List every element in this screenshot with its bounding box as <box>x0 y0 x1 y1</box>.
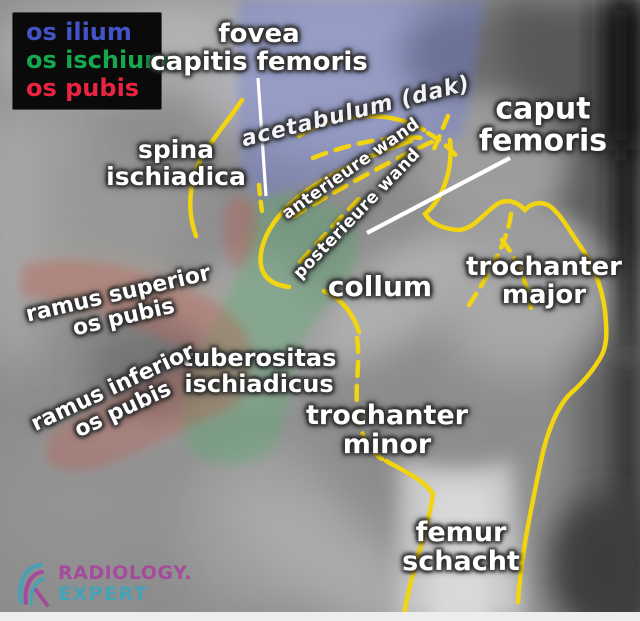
legend-item-os-ilium: os ilium <box>26 18 132 46</box>
acetabulum-roof-line <box>296 113 427 139</box>
roof-cross-dash <box>428 113 451 159</box>
medial-femur-line <box>383 458 436 619</box>
label-tuberositas-ischiadicus: tuberositas ischiadicus <box>181 344 337 398</box>
label-trochanter-minor: trochanter minor <box>306 399 468 460</box>
bottom-border-strip <box>0 612 640 621</box>
white-leader-lines <box>256 77 511 235</box>
trochanter-minor-dashed-outline <box>354 335 385 462</box>
intertrochanteric-dashed-line <box>466 211 514 308</box>
bone-region-overlays <box>20 0 485 471</box>
logo-text-expert: EXPERT <box>58 583 149 605</box>
fovea-dashed-mark <box>256 182 266 219</box>
radiology-expert-logo-icon <box>18 562 49 607</box>
label-spina-ischiadica: spina ischiadica <box>106 135 246 191</box>
anterior-wall-dashed-line <box>310 135 427 161</box>
os-ilium-region <box>237 0 485 202</box>
label-caput-femoris: caput femoris <box>478 91 608 159</box>
femoral-head-trochanter-outline <box>422 137 609 605</box>
legend-item-os-ischium: os ischium <box>26 46 170 75</box>
iliopectineal-line <box>188 97 245 239</box>
caput-leader-line <box>366 156 511 235</box>
anterior-rim-curve <box>258 138 414 290</box>
radiology-expert-logo: RADIOLOGY. EXPERT <box>15 560 192 608</box>
yellow-annotation-lines <box>188 97 609 619</box>
legend-item-os-pubis: os pubis <box>26 74 140 103</box>
label-trochanter-major: trochanter major <box>466 251 622 310</box>
os-pubis-region <box>20 196 258 471</box>
label-collum: collum <box>327 269 433 303</box>
label-femur-schacht: femur schacht <box>402 516 520 577</box>
logo-text-radiology: RADIOLOGY. <box>58 562 192 584</box>
acetabulum-roof-dashed-end <box>425 130 460 160</box>
fovea-leader-line <box>256 77 268 197</box>
posterior-wall-dashed-line <box>297 193 365 265</box>
inferior-neck-line <box>321 288 362 335</box>
trochanter-dashed-line <box>499 237 534 311</box>
bone-color-legend: os ilium os ischium os pubis <box>12 12 170 111</box>
label-fovea-capitis-femoris: fovea capitis femoris <box>150 18 368 77</box>
mid-wall-dashed-line <box>290 137 439 220</box>
